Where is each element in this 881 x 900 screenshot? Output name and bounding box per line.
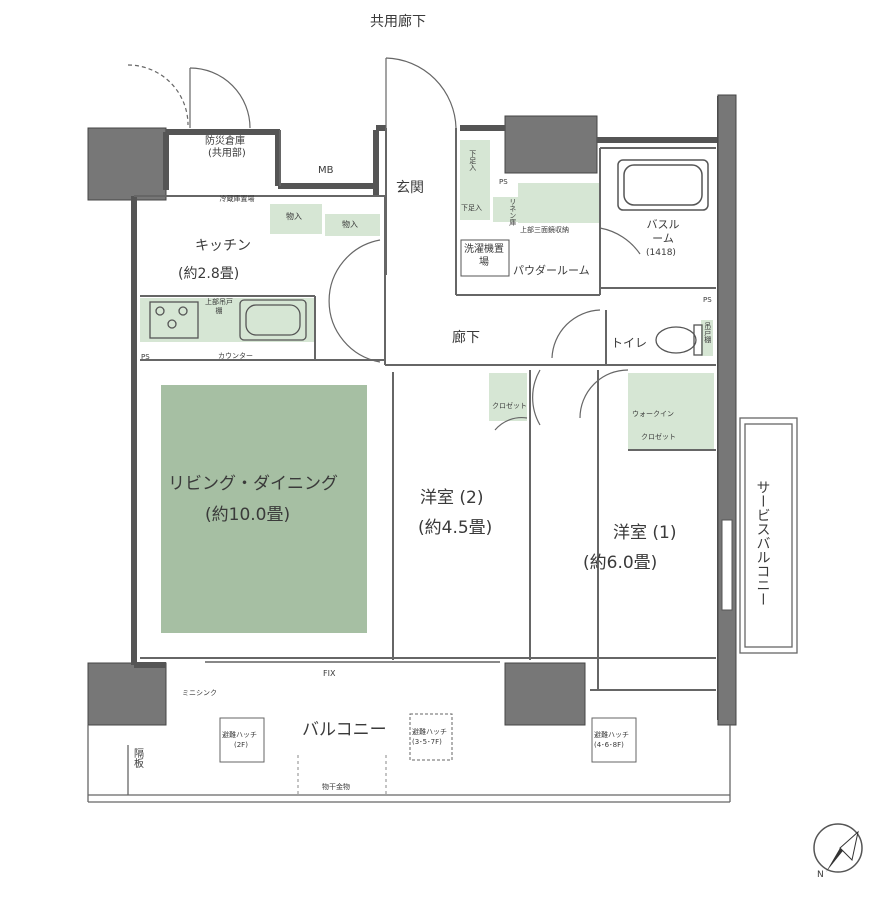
linen-label: リネン庫 bbox=[508, 198, 517, 226]
bath-size-label: (1418) bbox=[646, 248, 676, 258]
counter-label: カウンター bbox=[218, 352, 253, 360]
room1-size-label: (約6.0畳) bbox=[583, 553, 658, 573]
toilet-fixture bbox=[655, 324, 703, 356]
ps-label-2: PS bbox=[703, 296, 712, 304]
hatch-2f-sub-label: (2F) bbox=[234, 741, 248, 749]
washer-label: 洗濯機置場 bbox=[464, 244, 504, 268]
toilet-label: トイレ bbox=[611, 336, 648, 350]
ps-label-1: PS bbox=[499, 178, 508, 186]
storage-1-label: 物入 bbox=[286, 212, 302, 221]
outer-column-right bbox=[717, 94, 737, 726]
wic-label-1: ウォークイン bbox=[632, 410, 674, 418]
water-heater-label: 冷蔵庫置場 bbox=[219, 195, 255, 203]
room2-size-label: (約4.5畳) bbox=[418, 518, 493, 538]
hatches bbox=[219, 713, 637, 763]
room1-label: 洋室 (1) bbox=[613, 523, 677, 543]
columns bbox=[87, 115, 598, 726]
hatch-357f-label: 避難ハッチ bbox=[412, 728, 447, 736]
accent-fills bbox=[140, 140, 714, 449]
compass-icon bbox=[813, 823, 863, 873]
kitchen-size-label: (約2.8畳) bbox=[178, 266, 240, 282]
hatch-2f-label: 避難ハッチ bbox=[222, 731, 257, 739]
north-label: N bbox=[817, 870, 824, 880]
interior-walls bbox=[134, 128, 716, 691]
living-floor-fill bbox=[161, 385, 367, 633]
bathtub bbox=[617, 159, 709, 211]
door-swings bbox=[127, 57, 641, 431]
entrance-label: 玄関 bbox=[396, 180, 424, 196]
room2-label: 洋室 (2) bbox=[420, 488, 484, 508]
shoe-storage-1-label: 下足入 bbox=[468, 150, 477, 171]
mb-label: MB bbox=[318, 165, 334, 176]
storage-2-label: 物入 bbox=[342, 220, 358, 229]
living-label: リビング・ダイニング bbox=[168, 474, 338, 494]
ps-label-3: PS bbox=[141, 353, 150, 361]
hatch-468f-sub-label: (4･6･8F) bbox=[594, 741, 624, 749]
closet-label: クロゼット bbox=[492, 402, 527, 410]
bath-label: バスルーム bbox=[646, 218, 680, 245]
corridor-label: 共用廊下 bbox=[370, 14, 426, 30]
powder-room-label: パウダールーム bbox=[513, 264, 590, 277]
kitchen-fixtures bbox=[149, 299, 307, 341]
toilet-cabinet-label: 吊戸棚 bbox=[703, 322, 712, 343]
balcony-label: バルコニー bbox=[302, 720, 387, 740]
shoe-storage-2-label: 下足入 bbox=[461, 204, 482, 212]
mirror-storage-label: 上部三面鏡収納 bbox=[520, 226, 569, 234]
hallway-label: 廊下 bbox=[452, 330, 480, 346]
service-balcony-label: サービスバルコニー bbox=[754, 480, 771, 606]
disaster-storage-sub-label: (共用部) bbox=[208, 148, 246, 159]
disaster-storage-label: 防災倉庫 bbox=[205, 136, 245, 147]
washer-box bbox=[460, 239, 510, 277]
living-size-label: (約10.0畳) bbox=[205, 505, 291, 525]
hatch-468f-label: 避難ハッチ bbox=[594, 731, 629, 739]
upper-cabinet-label: 上部吊戸棚 bbox=[205, 298, 233, 315]
wic-label-2: クロゼット bbox=[641, 433, 676, 441]
kitchen-label: キッチン bbox=[195, 238, 251, 254]
balcony-outline bbox=[87, 417, 798, 803]
mini-sink-label: ミニシンク bbox=[182, 689, 217, 697]
drying-rack-label: 物干金物 bbox=[322, 783, 350, 791]
partition-label: 隔板 bbox=[131, 748, 143, 768]
fix-label: FIX bbox=[323, 669, 336, 678]
hatch-357f-sub-label: (3･5･7F) bbox=[412, 738, 442, 746]
drying-rack-lines bbox=[297, 755, 387, 795]
